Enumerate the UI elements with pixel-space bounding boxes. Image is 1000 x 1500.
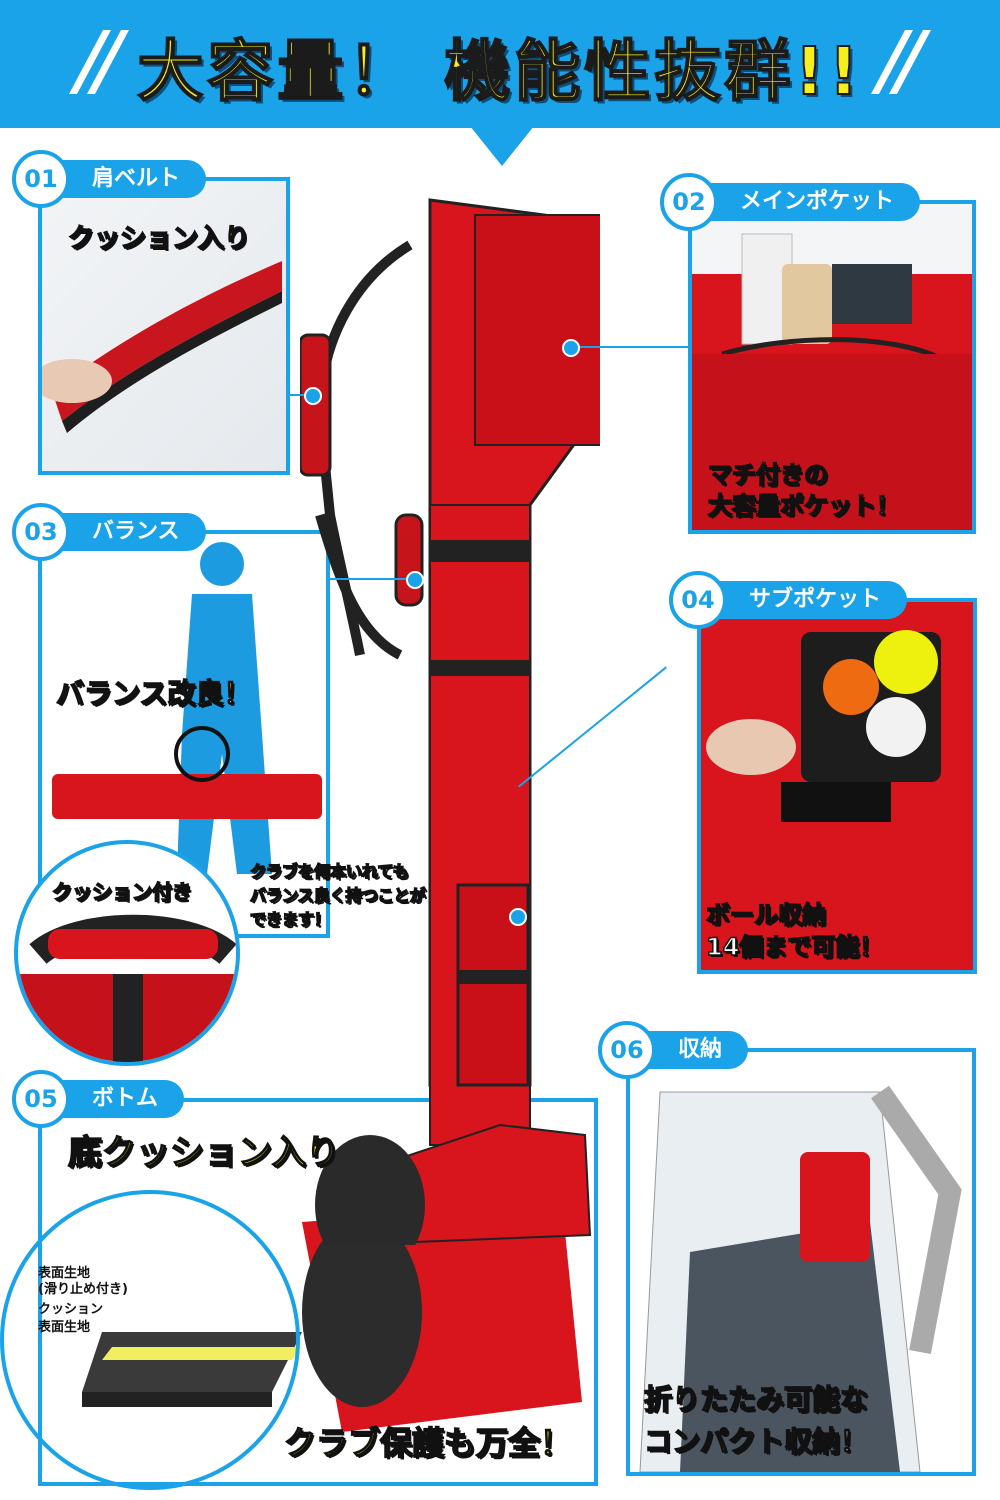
feature-label-06: 収納 [636,1031,749,1069]
feature-number-02: 02 [660,173,718,231]
leader-line-03 [330,578,416,580]
marker-dot-01 [304,387,322,405]
golf-bag-illustration [300,198,600,1245]
feature-note-03-line1: クラブを何本いれても [249,861,409,882]
feature-panel-06 [626,1048,976,1476]
feature-subcaption-03: クッション付き [51,879,193,905]
feature-number-01: 01 [12,150,70,208]
header-banner [0,0,1000,128]
marker-dot-02 [562,339,580,357]
layer-label-surface-top: 表面生地 [38,1266,91,1281]
feature-caption-04-line2: 14個まで可能！ [705,932,884,962]
feature-caption-03: バランス改良！ [55,676,252,711]
sub-pocket-photo [701,602,973,970]
feature-panel-04 [697,598,977,974]
feature-caption-06-line1: 折りたたみ可能な [643,1382,869,1417]
feature-caption-06-line2: コンパクト収納！ [643,1424,869,1459]
bottom-layer-inset [0,1190,300,1490]
marker-dot-04 [509,908,527,926]
main-pocket-photo [692,204,972,530]
feature-number-03: 03 [12,503,70,561]
feature-panel-01 [38,177,290,475]
marker-dot-03 [406,571,424,589]
storage-photo [630,1052,972,1472]
feature-caption-04-line1: ボール収納 [705,900,827,930]
feature-note-03-line2: バランス良く持つことが [249,885,426,906]
leader-line-02 [570,346,688,348]
layer-label-cushion: クッション [38,1302,104,1317]
banner-arrow [470,126,534,166]
feature-caption-02-line1: マチ付きの [707,460,829,490]
feature-label-05: ボトム [50,1080,185,1118]
shoulder-belt-photo [42,181,286,471]
leader-line-01 [290,394,314,396]
layer-label-surface-bottom: 表面生地 [38,1320,91,1335]
feature-label-04: サブポケット [707,581,908,619]
feature-label-02: メインポケット [698,183,921,221]
cushion-inset [14,840,240,1066]
page-title: 大容量！ 機能性抜群!! [136,32,863,111]
feature-number-05: 05 [12,1070,70,1128]
feature-caption-05: 底クッション入り [67,1132,341,1174]
feature-label-03: バランス [50,513,206,551]
feature-number-04: 04 [669,571,727,629]
layer-label-nonslip: (滑り止め付き) [38,1282,128,1297]
feature-label-01: 肩ベルト [50,160,207,198]
feature-panel-02 [688,200,976,534]
feature-bottom-caption-05: クラブ保護も万全！ [283,1423,573,1463]
feature-number-06: 06 [598,1021,656,1079]
feature-caption-01: クッション入り [67,223,251,255]
feature-note-03-line3: できます！ [249,909,331,930]
feature-caption-02-line2: 大容量ポケット！ [707,491,901,521]
